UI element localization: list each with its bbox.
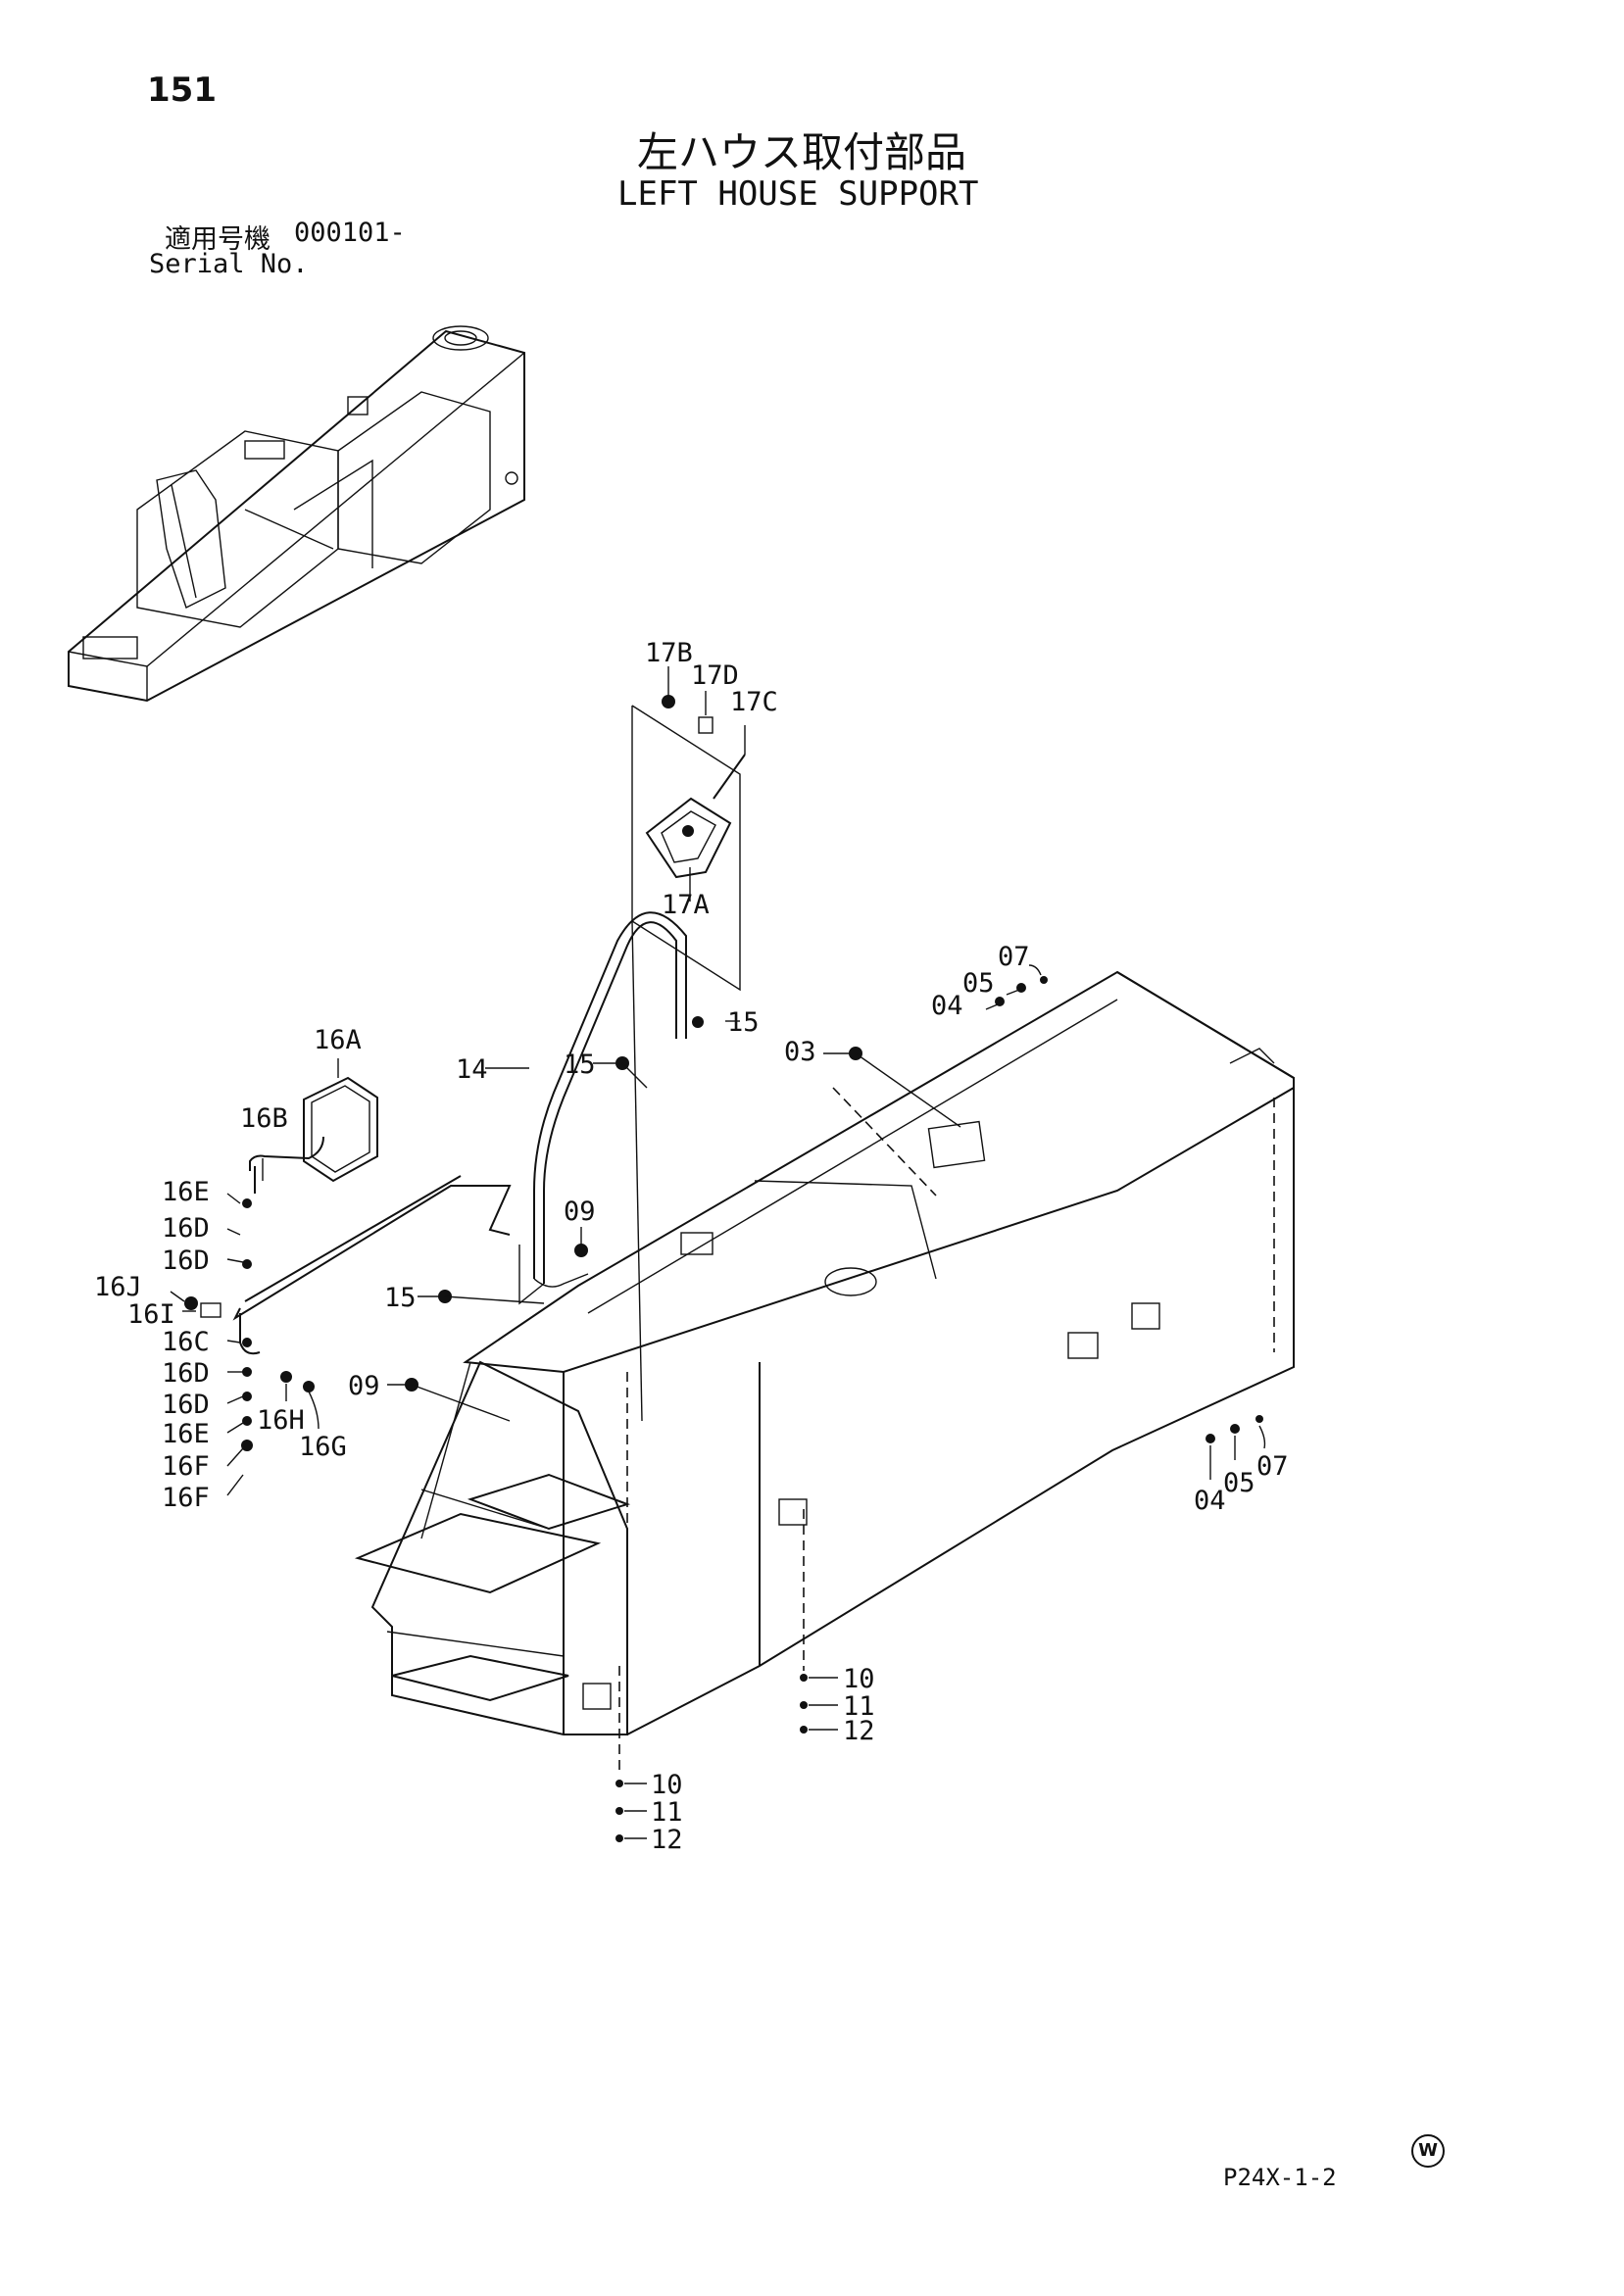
page-number: 151	[147, 71, 217, 110]
callout-04-top: 04	[931, 991, 963, 1021]
lamp-assembly-17	[631, 695, 746, 1422]
callout-15-lamp: 15	[727, 1007, 760, 1038]
callout-16D-3: 16D	[162, 1358, 210, 1389]
callout-17A: 17A	[662, 890, 710, 920]
step-ladder	[354, 1360, 631, 1735]
callout-12-left: 12	[651, 1825, 683, 1855]
callout-15-mirror: 15	[384, 1283, 417, 1313]
title-japanese: 左ハウス取付部品	[637, 128, 967, 176]
house-body	[463, 970, 1295, 1735]
callout-16D-4: 16D	[162, 1390, 210, 1420]
callout-05-top: 05	[962, 968, 995, 999]
callout-17C: 17C	[730, 687, 778, 717]
title-english: LEFT HOUSE SUPPORT	[617, 174, 979, 214]
callout-15-rail: 15	[564, 1050, 596, 1080]
callout-10-left: 10	[651, 1770, 683, 1800]
callout-07-bottom: 07	[1256, 1451, 1289, 1482]
callout-labels: 17B 17D 17C 17A 07 05 04 15 03 14 15 16A…	[94, 638, 1289, 1855]
callout-16C: 16C	[162, 1327, 210, 1357]
callout-09-top: 09	[564, 1197, 596, 1227]
callout-16E-top: 16E	[162, 1177, 210, 1207]
callout-07-top: 07	[998, 942, 1030, 972]
serial-label-japanese: 適用号機	[165, 224, 271, 255]
serial-label-english: Serial No.	[149, 249, 309, 279]
handrail-14	[518, 911, 687, 1305]
callout-12-right: 12	[843, 1716, 875, 1746]
leader-lines	[170, 666, 1266, 1842]
callout-05-bottom: 05	[1223, 1468, 1255, 1498]
callout-16I: 16I	[127, 1299, 175, 1330]
figure-code: P24X-1-2	[1223, 2164, 1337, 2191]
overview-thumbnail	[68, 325, 525, 703]
callout-11-right: 11	[843, 1691, 875, 1722]
callout-14: 14	[456, 1054, 488, 1085]
callout-16J: 16J	[94, 1272, 142, 1302]
callout-16B: 16B	[240, 1103, 288, 1134]
callout-16E-bottom: 16E	[162, 1419, 210, 1449]
callout-16D-2: 16D	[162, 1246, 210, 1276]
serial-value: 000101-	[294, 218, 406, 248]
callout-16F-1: 16F	[162, 1451, 210, 1482]
callout-04-bottom: 04	[1194, 1486, 1226, 1516]
callout-16A: 16A	[314, 1025, 362, 1055]
callout-16H: 16H	[257, 1405, 305, 1436]
callout-10-right: 10	[843, 1664, 875, 1694]
callout-11-left: 11	[651, 1797, 683, 1828]
callout-03: 03	[784, 1037, 816, 1067]
w-mark-icon: W	[1411, 2134, 1445, 2168]
callout-16F-2: 16F	[162, 1483, 210, 1513]
callout-17B: 17B	[645, 638, 693, 668]
callout-09-bottom: 09	[348, 1371, 380, 1401]
callout-16G: 16G	[299, 1432, 347, 1462]
callout-17D: 17D	[691, 660, 739, 691]
callout-16D-1: 16D	[162, 1213, 210, 1244]
mirror-assembly-16	[184, 1076, 512, 1451]
